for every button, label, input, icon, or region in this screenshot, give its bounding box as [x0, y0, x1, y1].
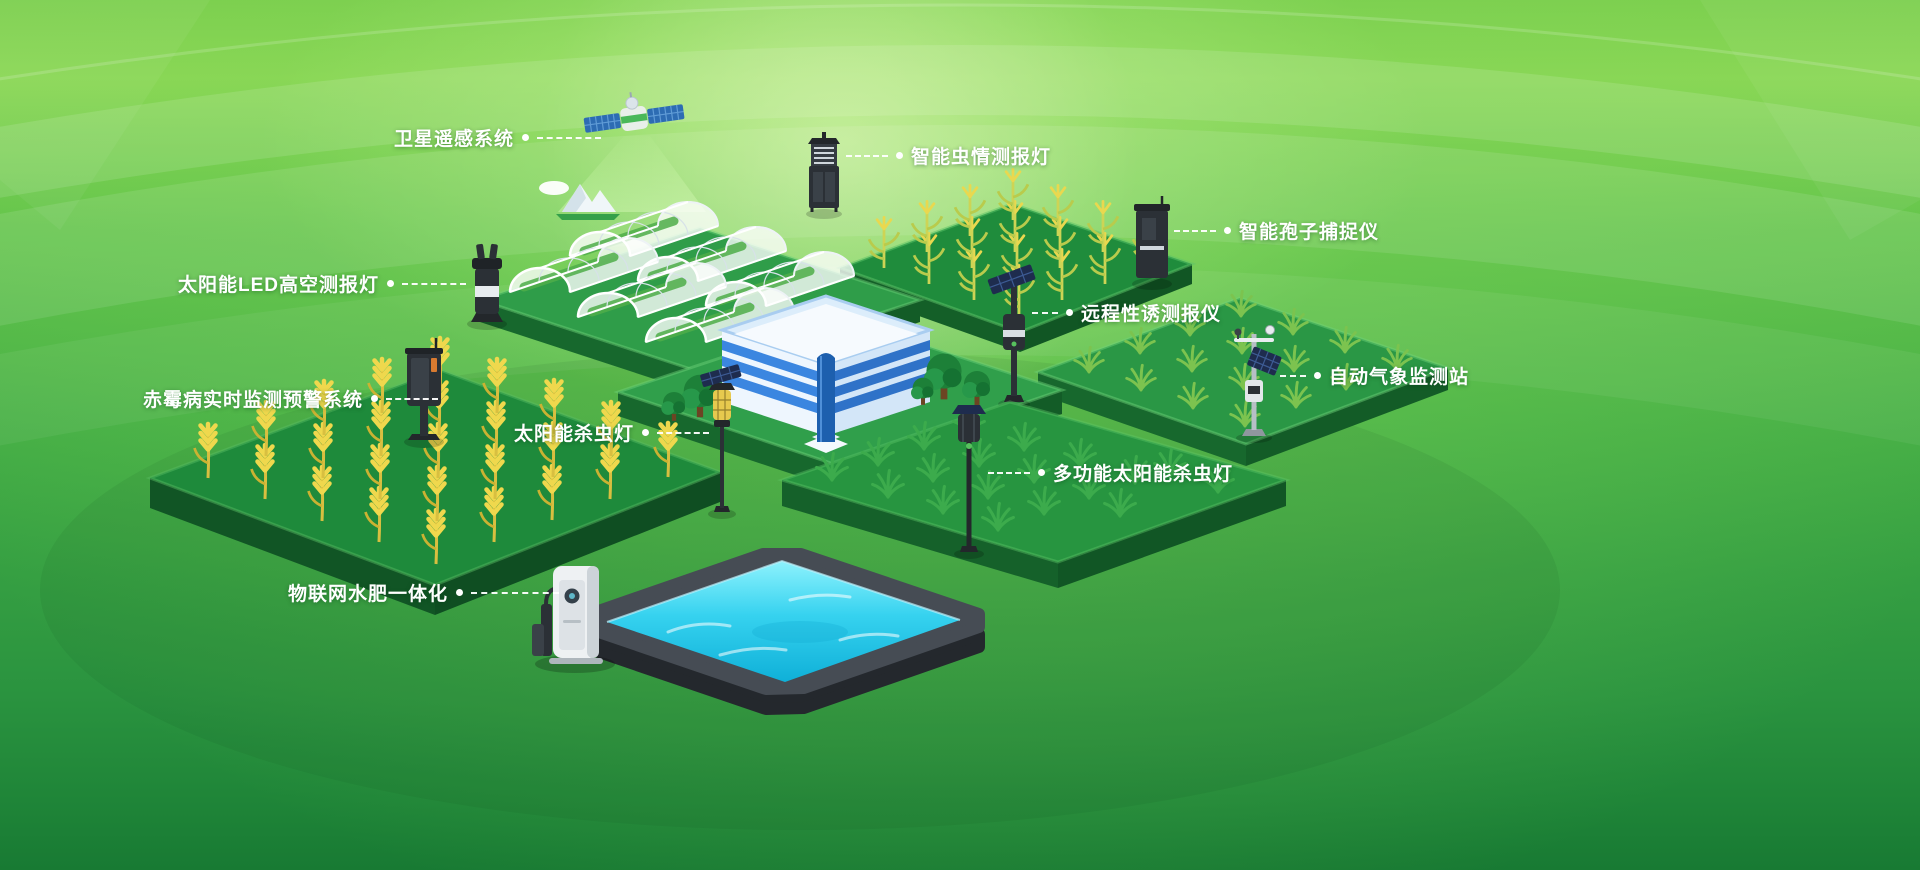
label-dot [522, 134, 530, 141]
label-text: 多功能太阳能杀虫灯 [1053, 464, 1234, 485]
label-dash-line [386, 397, 439, 400]
satellite-icon [583, 92, 685, 133]
label-dash-line [402, 282, 467, 285]
label-dash-line [537, 136, 602, 139]
center-crop-platform [777, 400, 1291, 588]
label-text: 太阳能LED高空测报灯 [178, 275, 380, 296]
label-smart-insect-monitor-lamp: 智能虫情测报灯 [846, 142, 1051, 169]
label-text: 智能孢子捕捉仪 [1239, 222, 1380, 243]
label-dot [642, 429, 650, 436]
label-dash-line [1174, 229, 1216, 232]
label-dot [1224, 227, 1231, 234]
label-dot [371, 395, 379, 402]
label-solar-insect-killer-lamp: 太阳能杀虫灯 [514, 419, 710, 446]
label-dash-line [657, 431, 710, 434]
label-text: 卫星遥感系统 [394, 129, 515, 150]
solar-insect-killer-device [700, 364, 742, 519]
solar-led-lamp-device [467, 243, 507, 330]
label-dot [456, 589, 464, 596]
label-solar-led-aerial-lamp: 太阳能LED高空测报灯 [178, 270, 467, 297]
label-text: 智能虫情测报灯 [911, 147, 1052, 168]
insect-monitor-lamp-device [806, 132, 842, 219]
label-iot-water-fertilizer: 物联网水肥一体化 [288, 579, 560, 606]
weather-station-device [1234, 325, 1282, 443]
label-auto-weather-station: 自动气象监测站 [1280, 362, 1469, 389]
label-dot [1314, 372, 1321, 379]
label-remote-pheromone-monitor: 远程性诱测报仪 [1032, 299, 1221, 326]
label-text: 物联网水肥一体化 [288, 584, 449, 605]
office-building [717, 294, 935, 453]
label-dash-line [988, 471, 1030, 474]
mountain-icon [539, 181, 620, 220]
label-text: 太阳能杀虫灯 [514, 424, 635, 445]
multifunction-insect-killer-device [952, 405, 986, 559]
label-smart-spore-catcher: 智能孢子捕捉仪 [1174, 217, 1379, 244]
label-dot [896, 152, 903, 159]
label-text: 远程性诱测报仪 [1081, 304, 1222, 325]
label-dot [1066, 309, 1073, 316]
label-dot [387, 280, 395, 287]
label-scab-monitor-system: 赤霉病实时监测预警系统 [143, 385, 439, 412]
label-multifunction-solar-insect-killer: 多功能太阳能杀虫灯 [988, 459, 1233, 486]
scab-monitor-device [404, 338, 444, 448]
right-crop-platform [1033, 289, 1453, 466]
label-dot [1038, 469, 1045, 476]
irrigation-pool [581, 548, 985, 715]
label-satellite-remote-sensing: 卫星遥感系统 [394, 124, 602, 151]
spore-catcher-device [1132, 196, 1172, 290]
label-dash-line [1032, 311, 1058, 314]
water-fertilizer-machine [532, 566, 615, 673]
label-dash-line [1280, 374, 1306, 377]
label-dash-line [471, 591, 560, 594]
label-text: 自动气象监测站 [1329, 367, 1470, 388]
label-dash-line [846, 154, 888, 157]
label-text: 赤霉病实时监测预警系统 [143, 390, 364, 411]
satellite-beam [558, 136, 706, 212]
